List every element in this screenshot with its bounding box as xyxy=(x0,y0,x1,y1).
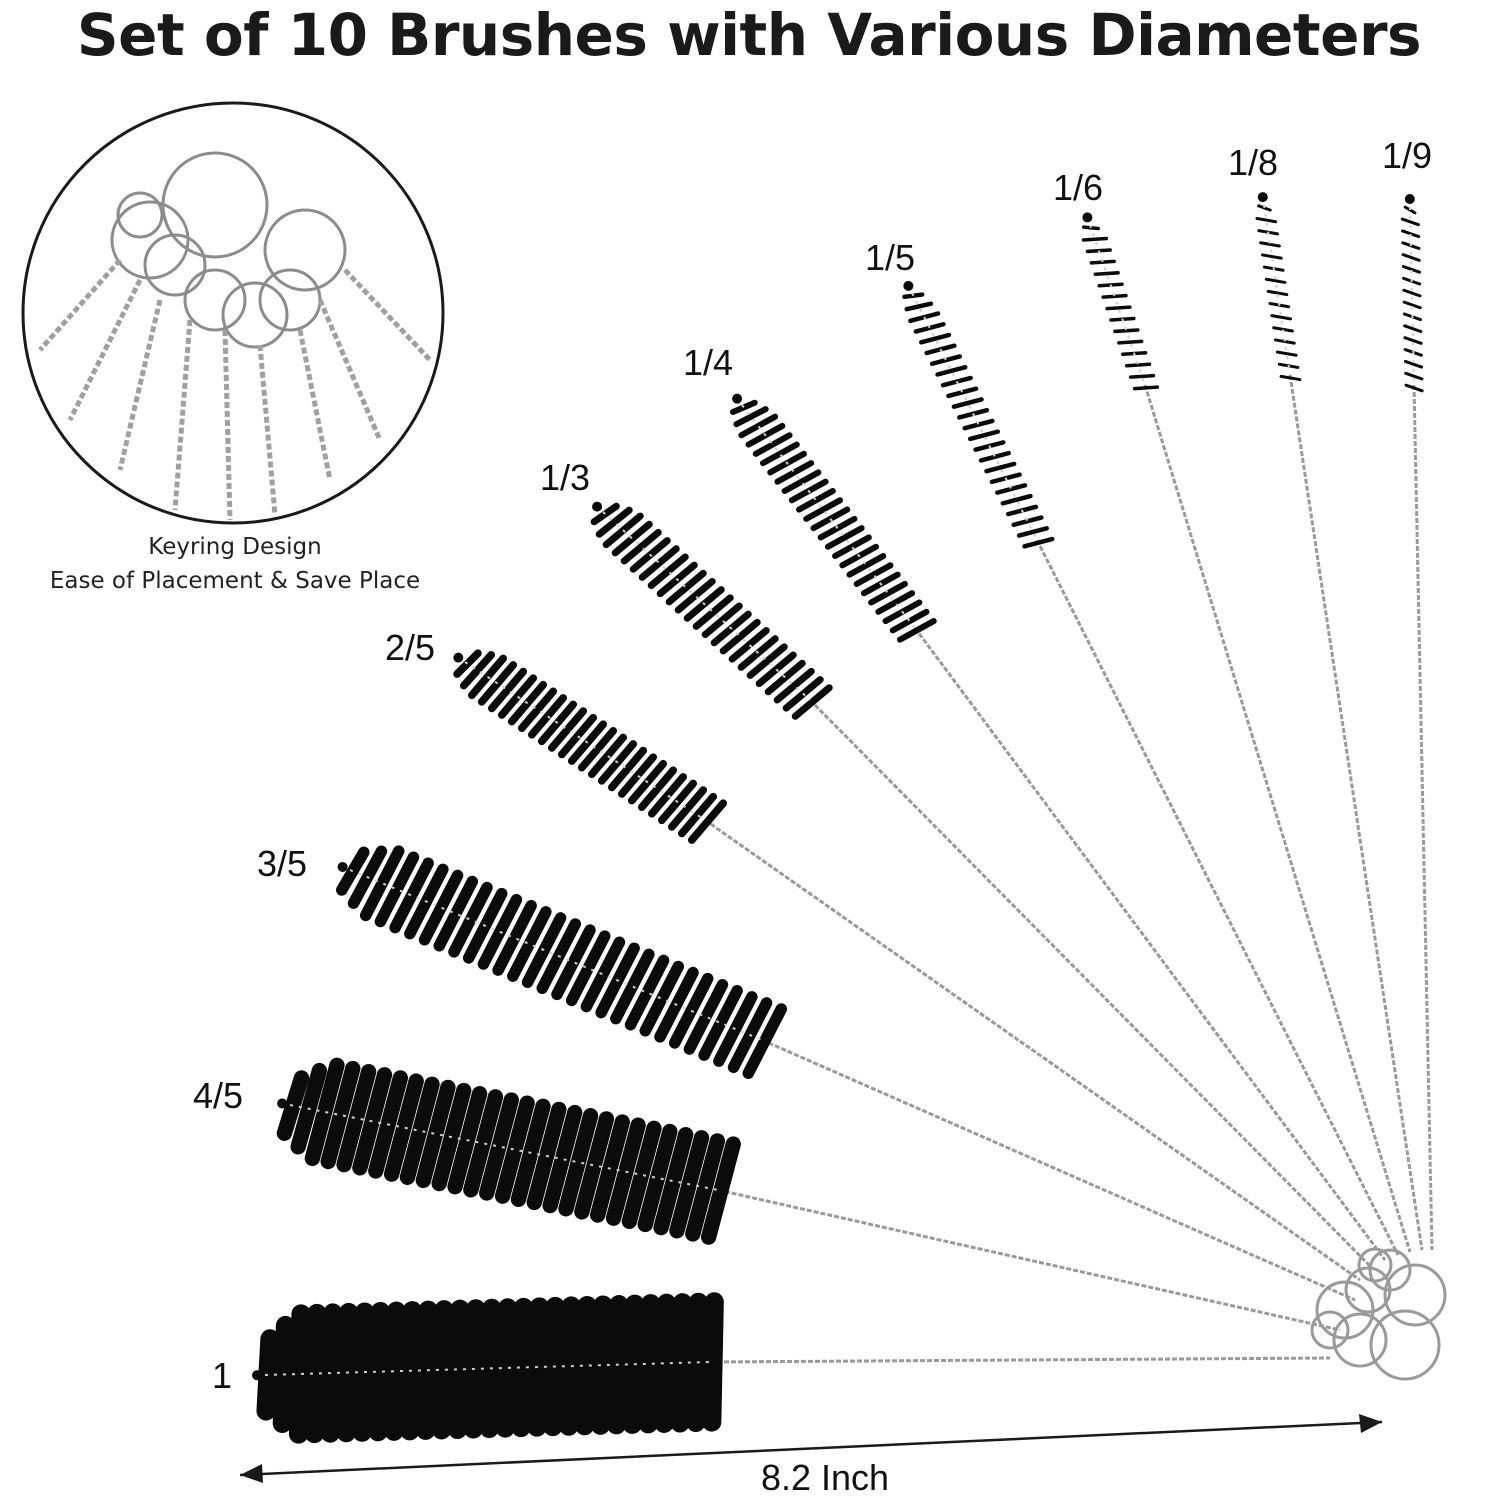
brush-wire xyxy=(717,1188,1341,1332)
brush-tip xyxy=(337,861,348,872)
brush-bristles xyxy=(276,1057,741,1245)
brush-core xyxy=(264,1361,711,1376)
brush-tip xyxy=(1082,212,1093,223)
brush-size-label: 4/5 xyxy=(193,1075,243,1116)
brush: 3/5 xyxy=(257,843,1356,1302)
brush-bristles xyxy=(453,649,728,844)
brush-wire xyxy=(808,698,1374,1270)
brush-size-label: 1 xyxy=(212,1355,232,1396)
brush-bristles xyxy=(1081,225,1160,391)
brush-core xyxy=(1409,206,1415,386)
brush-core xyxy=(911,292,1038,541)
keyring-icon xyxy=(1369,1309,1441,1381)
keyring-ring-icon xyxy=(263,208,347,292)
brush-core xyxy=(464,661,706,821)
brush-core xyxy=(289,1104,719,1191)
keyring-inset xyxy=(21,101,445,525)
brush: 1/3 xyxy=(540,457,1374,1270)
brush-wire xyxy=(1288,374,1424,1251)
keyring-ring-icon xyxy=(221,281,289,349)
brush-tip xyxy=(732,393,743,404)
caption-line-1: Keyring Design xyxy=(148,534,322,560)
keyring-icon xyxy=(1357,1247,1393,1283)
brush-size-label: 1/5 xyxy=(865,237,915,278)
brush-bristles xyxy=(1255,204,1302,382)
brush: 1/8 xyxy=(1228,142,1424,1251)
brush: 2/5 xyxy=(385,627,1361,1282)
brush-size-label: 3/5 xyxy=(257,843,307,884)
length-dimension: 8.2 Inch xyxy=(239,1414,1383,1498)
brush: 4/5 xyxy=(193,1057,1341,1332)
brush-core xyxy=(349,869,763,1041)
brush-size-label: 1/9 xyxy=(1382,135,1432,176)
brush-core xyxy=(741,404,916,629)
dimension-line xyxy=(239,1420,1383,1477)
brush-bristles xyxy=(336,845,788,1080)
brush-bristles xyxy=(729,399,937,643)
brush-tip xyxy=(592,501,603,512)
keyring-ring-icon xyxy=(183,268,247,332)
brush: 1/5 xyxy=(865,237,1400,1256)
brush: 1/9 xyxy=(1382,135,1434,1251)
brush-size-label: 1/4 xyxy=(683,342,733,383)
inset-frame xyxy=(21,101,445,525)
brush-tip xyxy=(252,1370,263,1381)
brush-tip xyxy=(1257,192,1268,203)
brush-core xyxy=(1263,204,1291,376)
brush-wire xyxy=(913,627,1387,1261)
keyring-icon xyxy=(1368,1248,1412,1292)
brush-core xyxy=(602,511,811,701)
brush-wire xyxy=(1035,539,1400,1256)
arrow-left-icon xyxy=(240,1464,263,1483)
keyring-ring-icon xyxy=(110,200,190,280)
brush-size-label: 2/5 xyxy=(385,627,435,668)
brush-size-label: 1/8 xyxy=(1228,142,1278,183)
keyring-ring-icon xyxy=(116,191,164,239)
brush: 1/4 xyxy=(683,342,1387,1261)
brush-wire xyxy=(1412,384,1434,1251)
caption-line-2: Ease of Placement & Save Place xyxy=(49,568,421,594)
brush-tip xyxy=(1404,194,1415,205)
keyring-icon xyxy=(1310,1310,1350,1350)
brush-bristles xyxy=(590,502,833,720)
brush-tip xyxy=(453,652,464,663)
brush-tip xyxy=(277,1098,288,1109)
keyring-icon xyxy=(1332,1312,1388,1368)
brush-set: 1 4/5 3/5 2/5 1/3 1/4 1/5 1/6 1/8 1/9 xyxy=(193,135,1447,1444)
keyring-caption: Keyring Design Ease of Placement & Save … xyxy=(0,530,470,598)
brush-wire xyxy=(1143,384,1412,1253)
brush-wire xyxy=(709,1356,1331,1364)
keyring-ring-icon xyxy=(143,233,207,297)
brush-wire xyxy=(761,1038,1356,1302)
length-label: 8.2 Inch xyxy=(761,1457,889,1498)
brush-core xyxy=(1089,224,1146,386)
brush-size-label: 1/6 xyxy=(1053,167,1103,208)
brush: 1 xyxy=(212,1292,1331,1444)
brush-bristles xyxy=(902,292,1055,549)
brush: 1/6 xyxy=(1053,167,1412,1253)
brush-wire xyxy=(704,818,1361,1282)
arrow-right-icon xyxy=(1359,1414,1382,1433)
keyring-icon xyxy=(1383,1263,1447,1327)
page-title: Set of 10 Brushes with Various Diameters xyxy=(76,1,1422,69)
brush-size-label: 1/3 xyxy=(540,457,590,498)
brush-tip xyxy=(903,280,914,291)
brush-bristles xyxy=(1400,205,1424,393)
